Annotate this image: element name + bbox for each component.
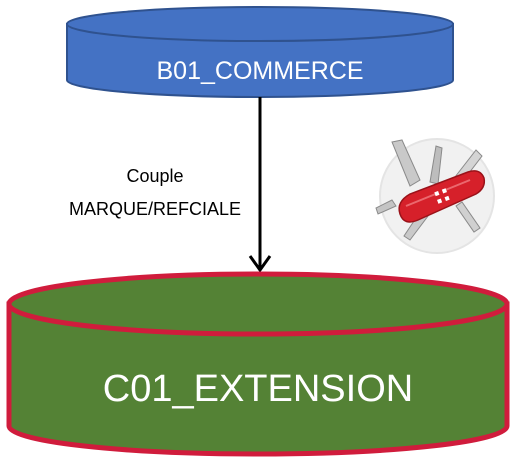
target-database-body	[6, 301, 510, 457]
arrow-head	[248, 255, 272, 273]
relation-arrow	[248, 97, 272, 273]
source-database-body	[66, 23, 454, 98]
target-database-top	[6, 271, 510, 337]
source-database-top	[66, 6, 454, 42]
edge-label-line2: MARQUE/REFCIALE	[69, 199, 241, 219]
swiss-army-knife-icon	[375, 138, 495, 254]
edge-label-line1: Couple	[126, 166, 183, 186]
target-database[interactable]: C01_EXTENSION	[6, 271, 510, 457]
target-database-label: C01_EXTENSION	[103, 368, 413, 410]
source-database-label: B01_COMMERCE	[157, 57, 364, 85]
source-database[interactable]: B01_COMMERCE	[66, 6, 454, 98]
